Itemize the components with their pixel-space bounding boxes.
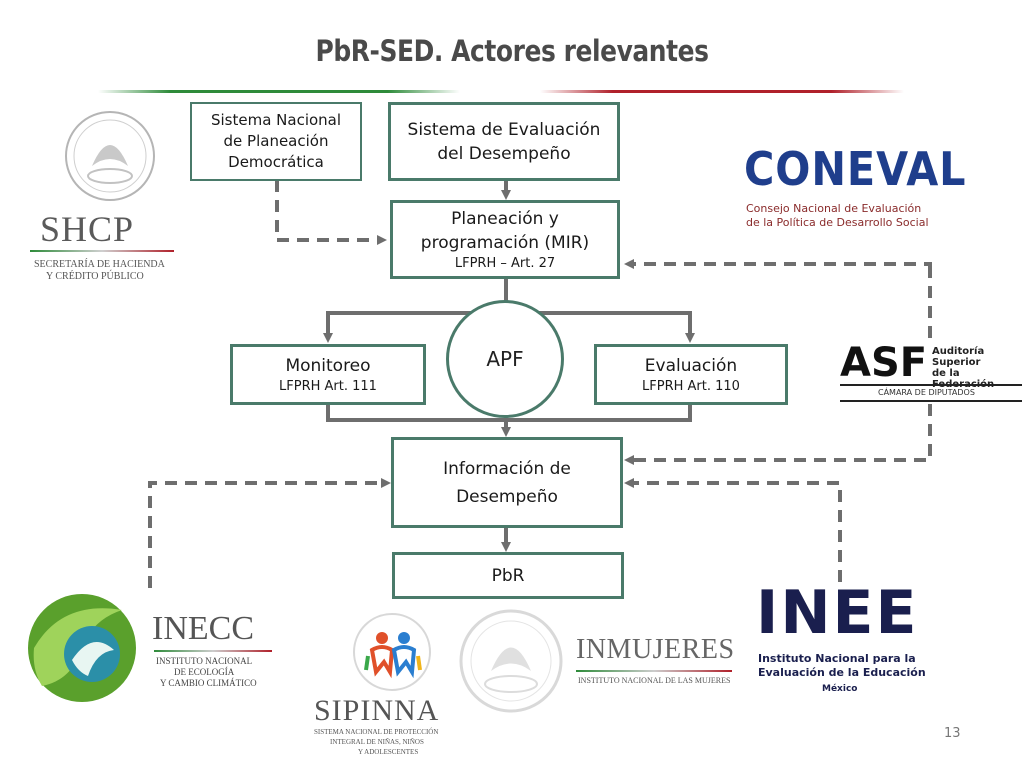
inee-line1: Instituto Nacional para la	[758, 652, 916, 665]
asf-line2: Superior	[932, 357, 981, 368]
coneval-line1: Consejo Nacional de Evaluación	[746, 202, 922, 215]
inecc-name: INECC	[152, 610, 254, 647]
inecc-line3: Y CAMBIO CLIMÁTICO	[160, 678, 257, 688]
sipinna-logo: SIPINNA SISTEMA NACIONAL DE PROTECCIÓN I…	[306, 608, 478, 764]
inee-logo: INEE Instituto Nacional para la Evaluaci…	[752, 578, 952, 702]
node-evaluacion: Evaluación LFPRH Art. 110	[594, 344, 788, 405]
sipinna-name: SIPINNA	[314, 694, 440, 727]
dashed-arrow-inecc-to-info	[148, 478, 391, 588]
node-pbr-label: PbR	[491, 565, 525, 586]
title-rule-red	[540, 90, 904, 93]
node-mir: Planeación y programación (MIR) LFPRH – …	[390, 200, 620, 279]
node-apf: APF	[446, 300, 564, 418]
shcp-line2: Y CRÉDITO PÚBLICO	[46, 271, 144, 282]
inmujeres-logo: INMUJERES INSTITUTO NACIONAL DE LAS MUJE…	[572, 628, 738, 692]
inmujeres-line1: INSTITUTO NACIONAL DE LAS MUJERES	[578, 676, 731, 685]
asf-line1: Auditoría	[932, 346, 985, 357]
asf-line3: de la Federación	[932, 368, 994, 390]
sipinna-line2: INTEGRAL DE NIÑAS, NIÑOS	[330, 738, 424, 746]
coneval-logo: CONEVAL Consejo Nacional de Evaluación d…	[732, 140, 974, 235]
dashed-arrow-right-to-mir	[624, 259, 932, 270]
inecc-emblem-icon	[28, 594, 136, 702]
page-number: 13	[944, 726, 961, 741]
node-mir-sub: LFPRH – Art. 27	[454, 255, 556, 271]
node-snpd-label: Sistema Nacional de Planeación Democráti…	[210, 111, 342, 171]
shcp-line1: SECRETARÍA DE HACIENDA	[34, 259, 165, 270]
node-pbr: PbR	[392, 552, 624, 599]
asf-rule	[840, 384, 1022, 386]
dashed-arrow-snpd-to-mir	[275, 180, 387, 245]
shcp-logo: SHCP SECRETARÍA DE HACIENDA Y CRÉDITO PÚ…	[20, 104, 180, 289]
shcp-divider	[30, 250, 174, 252]
mexican-seal-watermark-icon	[459, 609, 563, 713]
dashed-arrow-asf-to-info	[624, 404, 932, 465]
asf-logo: ASF Auditoría Superior de la Federación …	[838, 340, 1024, 406]
node-apf-label: APF	[486, 347, 524, 371]
asf-rule-bottom	[840, 400, 1022, 402]
node-informacion-label: Información de Desempeño	[443, 458, 571, 507]
sipinna-emblem-icon	[353, 613, 431, 691]
inecc-line1: INSTITUTO NACIONAL	[156, 656, 253, 666]
mexican-seal-icon	[65, 111, 155, 201]
inee-name: INEE	[756, 578, 919, 648]
shcp-name: SHCP	[40, 209, 135, 249]
page-title: PbR-SED. Actores relevantes	[315, 34, 709, 68]
node-monitoreo-sub: LFPRH Art. 111	[279, 378, 377, 394]
title-rule-green	[98, 90, 460, 93]
coneval-name: CONEVAL	[744, 142, 967, 196]
inecc-rule	[154, 650, 272, 652]
inee-line3: México	[822, 684, 858, 694]
node-sed: Sistema de Evaluación del Desempeño	[388, 102, 620, 181]
sipinna-line1: SISTEMA NACIONAL DE PROTECCIÓN	[314, 728, 439, 736]
inmujeres-name: INMUJERES	[576, 634, 735, 665]
dashed-arrow-inee-to-info	[624, 478, 842, 582]
asf-name: ASF	[840, 340, 928, 386]
node-informacion: Información de Desempeño	[391, 437, 623, 528]
inmujeres-rule	[576, 670, 732, 672]
node-monitoreo: Monitoreo LFPRH Art. 111	[230, 344, 426, 405]
node-evaluacion-label: Evaluación	[644, 355, 738, 376]
inecc-line2: DE ECOLOGÍA	[174, 667, 235, 677]
inecc-logo: INECC INSTITUTO NACIONAL DE ECOLOGÍA Y C…	[22, 590, 278, 706]
node-sed-label: Sistema de Evaluación del Desempeño	[407, 119, 601, 164]
asf-line4: CÁMARA DE DIPUTADOS	[878, 388, 975, 397]
node-mir-label: Planeación y programación (MIR)	[420, 208, 590, 253]
node-evaluacion-sub: LFPRH Art. 110	[642, 378, 740, 394]
node-monitoreo-label: Monitoreo	[285, 355, 371, 376]
sipinna-line3: Y ADOLESCENTES	[358, 748, 419, 756]
coneval-line2: de la Política de Desarrollo Social	[746, 216, 929, 229]
inee-line2: Evaluación de la Educación	[758, 666, 926, 679]
node-snpd: Sistema Nacional de Planeación Democráti…	[190, 102, 362, 181]
